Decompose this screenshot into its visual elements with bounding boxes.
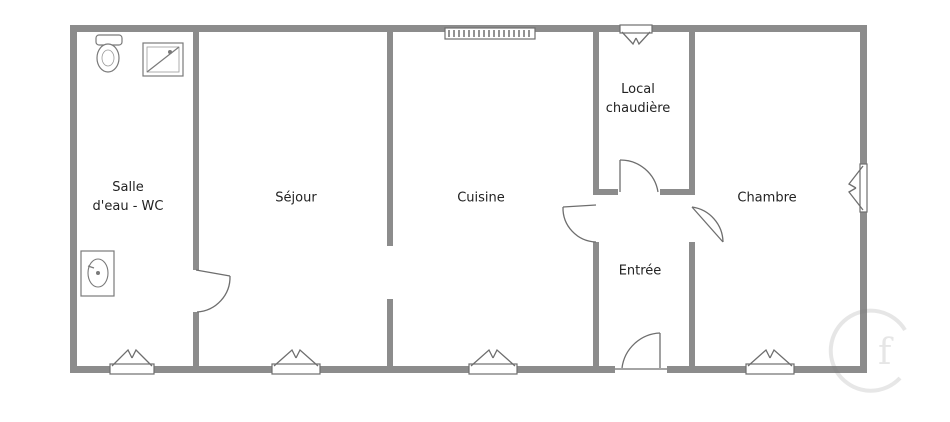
door-swing-icon <box>195 269 231 313</box>
window-icon <box>109 348 155 375</box>
svg-text:f: f <box>878 332 894 373</box>
shower-icon <box>142 42 184 77</box>
door-swing-icon <box>562 204 597 243</box>
door-swing-icon <box>619 159 659 193</box>
room-label-salle-eau: Salle d'eau - WC <box>92 180 164 214</box>
watermark-logo-icon: f <box>828 308 907 393</box>
window-icon <box>745 348 795 375</box>
interior-walls <box>193 28 695 372</box>
room-label-cuisine: Cuisine <box>457 190 505 206</box>
window-icon <box>271 348 321 375</box>
toilet-icon <box>95 34 123 73</box>
window-icon <box>468 348 518 375</box>
radiator-icon <box>444 27 536 40</box>
window-icon <box>619 24 653 46</box>
room-label-chambre: Chambre <box>737 190 797 206</box>
door-swing-icon <box>615 332 667 370</box>
door-swing-icon <box>691 206 724 243</box>
room-label-entree: Entrée <box>618 263 662 279</box>
room-label-sejour: Séjour <box>275 190 317 206</box>
window-icon <box>848 163 868 213</box>
room-label-local: Local chaudière <box>605 82 671 116</box>
sink-icon <box>80 250 115 297</box>
